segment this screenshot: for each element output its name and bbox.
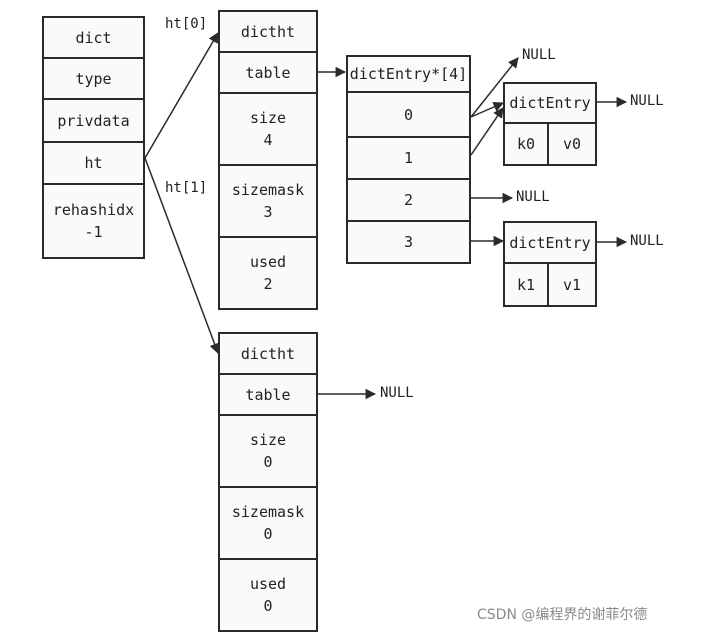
null-label-entry0: NULL bbox=[630, 93, 664, 109]
cell-value: 0 bbox=[263, 597, 273, 615]
entry0-key: k0 bbox=[503, 122, 549, 166]
table-index-1: 1 bbox=[346, 136, 471, 180]
ht0-label: ht[0] bbox=[165, 16, 208, 32]
ht0-used-cell: used 2 bbox=[218, 236, 318, 310]
null-label-entry1: NULL bbox=[630, 233, 664, 249]
cell-text: table bbox=[245, 385, 291, 404]
null-label-index0: NULL bbox=[522, 47, 556, 63]
cell-text: 0 bbox=[403, 105, 414, 124]
dict-privdata-cell: privdata bbox=[42, 98, 145, 143]
ht0-dictht-cell: dictht bbox=[218, 10, 318, 53]
arrow-ht-to-ht0 bbox=[144, 32, 219, 159]
cell-text: sizemask bbox=[231, 503, 305, 521]
cell-value: 2 bbox=[263, 275, 273, 293]
cell-text: rehashidx bbox=[52, 201, 135, 219]
cell-text: table bbox=[245, 63, 291, 82]
entry0-title: dictEntry bbox=[503, 82, 597, 124]
cell-text: 1 bbox=[403, 149, 414, 167]
cell-text: sizemask bbox=[231, 181, 305, 199]
cell-text: v1 bbox=[562, 275, 582, 294]
entry1-value: v1 bbox=[547, 262, 597, 307]
cell-text: k1 bbox=[516, 275, 536, 294]
entry0-value: v0 bbox=[547, 122, 597, 166]
entry1-title: dictEntry bbox=[503, 221, 597, 264]
entry1-key: k1 bbox=[503, 262, 549, 307]
cell-text: v0 bbox=[562, 135, 582, 153]
cell-value: 3 bbox=[263, 203, 273, 221]
cell-value: 0 bbox=[263, 525, 273, 543]
cell-text: size bbox=[249, 109, 287, 127]
ht1-table-cell: table bbox=[218, 373, 318, 416]
table-index-2: 2 bbox=[346, 178, 471, 222]
ht1-dictht-cell: dictht bbox=[218, 332, 318, 375]
null-label-index2: NULL bbox=[516, 189, 550, 205]
table-index-0: 0 bbox=[346, 91, 471, 138]
cell-value: 0 bbox=[263, 453, 273, 471]
arrow-index0-null bbox=[470, 57, 519, 118]
cell-text: used bbox=[249, 575, 287, 593]
cell-text: dictEntry*[4] bbox=[349, 65, 468, 83]
arrow-index0-entry0 bbox=[470, 101, 504, 118]
cell-text: type bbox=[75, 69, 112, 88]
cell-text: dictEntry bbox=[509, 233, 591, 252]
ht0-size-cell: size 4 bbox=[218, 92, 318, 166]
cell-text: 3 bbox=[403, 233, 414, 251]
cell-text: size bbox=[249, 431, 287, 449]
dict-type-cell: type bbox=[42, 57, 145, 100]
watermark: CSDN @编程界的谢菲尔德 bbox=[477, 607, 648, 623]
cell-value: 4 bbox=[263, 131, 273, 149]
cell-value: -1 bbox=[84, 223, 103, 241]
cell-text: 2 bbox=[403, 191, 414, 209]
dict-rehashidx-cell: rehashidx -1 bbox=[42, 183, 145, 259]
ht0-table-cell: table bbox=[218, 51, 318, 94]
table-index-3: 3 bbox=[346, 220, 471, 264]
table-array-header: dictEntry*[4] bbox=[346, 55, 471, 93]
cell-text: ht bbox=[84, 154, 103, 172]
cell-text: dictEntry bbox=[509, 94, 591, 112]
ht1-label: ht[1] bbox=[165, 180, 208, 196]
arrow-ht-to-ht1 bbox=[144, 157, 220, 354]
cell-text: privdata bbox=[57, 111, 130, 130]
arrow-index1-entry0 bbox=[470, 107, 504, 156]
ht1-size-cell: size 0 bbox=[218, 414, 318, 488]
ht0-sizemask-cell: sizemask 3 bbox=[218, 164, 318, 238]
cell-text: k0 bbox=[516, 135, 536, 153]
cell-text: dictht bbox=[240, 344, 296, 363]
cell-text: dictht bbox=[240, 22, 296, 41]
cell-text: used bbox=[249, 253, 287, 271]
dict-title-cell: dict bbox=[42, 16, 145, 59]
ht1-sizemask-cell: sizemask 0 bbox=[218, 486, 318, 560]
cell-text: dict bbox=[75, 28, 112, 47]
ht1-used-cell: used 0 bbox=[218, 558, 318, 632]
dict-ht-cell: ht bbox=[42, 141, 145, 185]
null-label-ht1-table: NULL bbox=[380, 385, 414, 401]
